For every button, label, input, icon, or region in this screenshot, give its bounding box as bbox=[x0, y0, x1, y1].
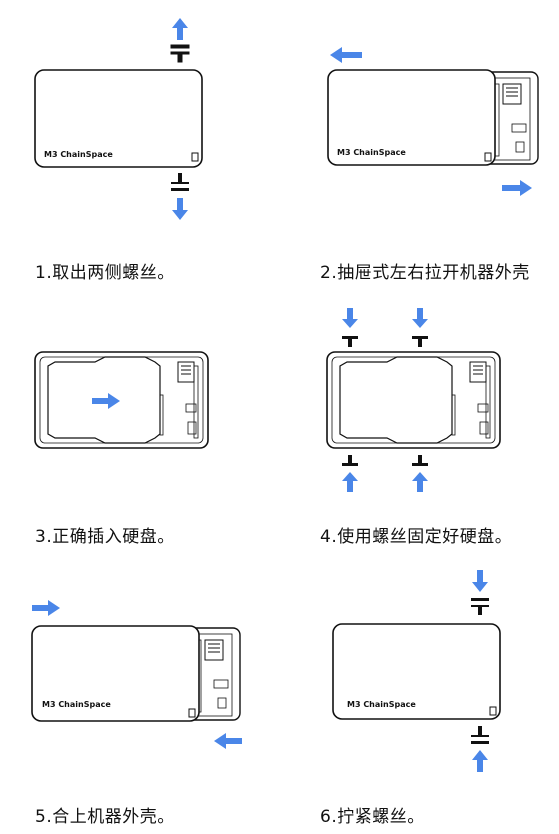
screw-icon bbox=[471, 598, 489, 615]
brand-label: M3 ChainSpace bbox=[337, 148, 406, 157]
step-3: 3.正确插入硬盘。 bbox=[0, 300, 280, 560]
step-4-figure bbox=[326, 308, 501, 492]
step-4: 4.使用螺丝固定好硬盘。 bbox=[280, 300, 559, 560]
arrow-up-icon bbox=[342, 472, 428, 492]
arrow-left-icon bbox=[330, 47, 362, 63]
screw-icon bbox=[342, 455, 428, 466]
screw-icon bbox=[170, 44, 190, 63]
enclosure-sliding: M3 ChainSpace bbox=[327, 69, 539, 166]
step-1: M3 ChainSpace 1.取出两侧螺丝。 bbox=[0, 0, 280, 283]
step-caption: 6.拧紧螺丝。 bbox=[320, 807, 425, 827]
step-2: M3 ChainSpace 2.抽屉式左右拉开机器外壳 bbox=[280, 0, 559, 283]
arrow-down-icon bbox=[342, 308, 428, 328]
screw-icon bbox=[471, 726, 489, 744]
brand-label: M3 ChainSpace bbox=[42, 700, 111, 709]
step-2-figure: M3 ChainSpace bbox=[327, 47, 539, 196]
arrow-down-icon bbox=[472, 570, 488, 592]
step-caption: 5.合上机器外壳。 bbox=[35, 807, 175, 827]
arrow-left-icon bbox=[214, 733, 242, 749]
step-caption: 2.抽屉式左右拉开机器外壳 bbox=[320, 263, 530, 283]
step-1-figure: M3 ChainSpace bbox=[34, 18, 203, 220]
arrow-up-icon bbox=[172, 18, 188, 40]
step-caption: 3.正确插入硬盘。 bbox=[35, 527, 175, 547]
step-caption: 1.取出两侧螺丝。 bbox=[35, 263, 175, 283]
arrow-up-icon bbox=[472, 750, 488, 772]
enclosure-closed: M3 ChainSpace bbox=[332, 623, 501, 720]
brand-label: M3 ChainSpace bbox=[347, 700, 416, 709]
arrow-right-icon bbox=[32, 600, 60, 616]
step-6: M3 ChainSpace 6.拧紧螺丝。 bbox=[280, 560, 559, 834]
enclosure-open-with-drive bbox=[34, 351, 209, 449]
arrow-down-icon bbox=[172, 198, 188, 220]
step-6-figure: M3 ChainSpace bbox=[332, 570, 501, 772]
screw-icon bbox=[171, 173, 189, 191]
step-5: M3 ChainSpace 5.合上机器外壳。 bbox=[0, 560, 280, 834]
enclosure-open-with-drive bbox=[326, 351, 501, 449]
arrow-right-icon bbox=[92, 393, 120, 409]
arrow-right-icon bbox=[502, 180, 532, 196]
step-caption: 4.使用螺丝固定好硬盘。 bbox=[320, 527, 513, 547]
screw-icon bbox=[342, 336, 428, 347]
enclosure-sliding: M3 ChainSpace bbox=[31, 625, 241, 722]
brand-label: M3 ChainSpace bbox=[44, 150, 113, 159]
enclosure-closed: M3 ChainSpace bbox=[34, 69, 203, 168]
step-5-figure: M3 ChainSpace bbox=[31, 600, 242, 749]
step-3-figure bbox=[34, 351, 209, 449]
